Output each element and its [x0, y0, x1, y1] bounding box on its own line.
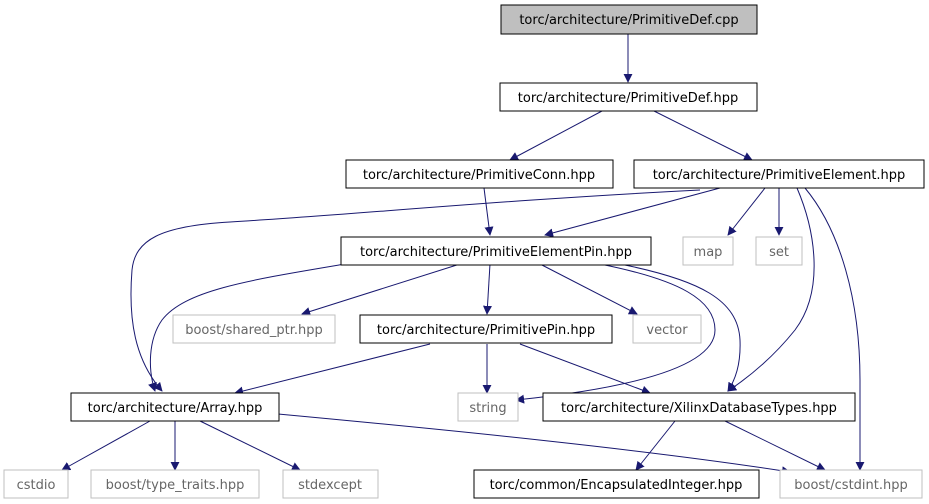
- node-array-hpp[interactable]: torc/architecture/Array.hpp: [70, 392, 280, 422]
- edge-primitivepin-to-xilinxdbtypes: [519, 343, 651, 395]
- edge-element-to-map: [727, 187, 766, 236]
- node-primitiveconn-hpp[interactable]: torc/architecture/PrimitiveConn.hpp: [345, 159, 614, 189]
- node-vector[interactable]: vector: [632, 314, 702, 344]
- node-label: torc/common/EncapsulatedInteger.hpp: [490, 478, 743, 493]
- edge-array-to-stdexcept: [199, 420, 301, 471]
- node-primitivedef-hpp[interactable]: torc/architecture/PrimitiveDef.hpp: [499, 82, 758, 112]
- node-stdexcept[interactable]: stdexcept: [282, 469, 379, 499]
- node-label: torc/architecture/Array.hpp: [88, 401, 263, 416]
- edge-element-to-elementpin: [544, 187, 721, 238]
- node-label: string: [469, 401, 506, 416]
- node-label: torc/architecture/PrimitiveElement.hpp: [653, 168, 906, 183]
- node-label: boost/shared_ptr.hpp: [185, 323, 323, 338]
- node-map[interactable]: map: [682, 236, 734, 266]
- edge-element-to-xilinxdbtypes: [727, 187, 815, 392]
- node-label: torc/architecture/XilinxDatabaseTypes.hp…: [561, 401, 837, 416]
- node-label: stdexcept: [298, 478, 362, 493]
- edge-elementpin-to-primitivepin: [482, 263, 492, 315]
- node-encapsulatedinteger-hpp[interactable]: torc/common/EncapsulatedInteger.hpp: [473, 469, 760, 499]
- edge-element-to-cstdint: [804, 187, 865, 471]
- edges: [61, 34, 865, 476]
- edge-xilinxdbtypes-to-cstdint: [724, 420, 826, 471]
- node-primitivedef-cpp[interactable]: torc/architecture/PrimitiveDef.cpp: [500, 4, 758, 35]
- node-primitiveelement-hpp[interactable]: torc/architecture/PrimitiveElement.hpp: [633, 159, 925, 189]
- edge-array-to-cstdint: [277, 413, 791, 476]
- edge-primitivepin-to-array: [234, 343, 431, 396]
- edge-xilinxdbtypes-to-encapsulatedinteger: [635, 420, 676, 471]
- edge-element-to-array: [130, 189, 701, 392]
- node-cstdio[interactable]: cstdio: [3, 469, 69, 499]
- node-boost-type-traits[interactable]: boost/type_traits.hpp: [90, 469, 260, 499]
- edge-elementpin-to-string: [515, 263, 716, 404]
- node-set[interactable]: set: [755, 236, 803, 266]
- edge-elementpin-to-xilinxdbtypes: [619, 263, 741, 392]
- node-label: torc/architecture/PrimitiveElementPin.hp…: [360, 245, 632, 260]
- node-primitivepin-hpp[interactable]: torc/architecture/PrimitivePin.hpp: [359, 314, 613, 344]
- edge-elementpin-to-sharedptr: [301, 263, 461, 316]
- edge-array-to-cstdio: [61, 420, 151, 471]
- edge-elementpin-to-vector: [539, 263, 638, 315]
- node-label: boost/cstdint.hpp: [794, 478, 908, 493]
- edge-elementpin-to-array: [148, 263, 346, 392]
- node-xilinxdatabasetypes-hpp[interactable]: torc/architecture/XilinxDatabaseTypes.hp…: [542, 392, 856, 422]
- node-label: torc/architecture/PrimitiveConn.hpp: [363, 168, 595, 183]
- node-primitiveelementpin-hpp[interactable]: torc/architecture/PrimitiveElementPin.hp…: [340, 236, 652, 266]
- nodes: torc/architecture/PrimitiveDef.cpp torc/…: [3, 4, 925, 499]
- edge-primitivedef-to-primitiveconn: [509, 110, 603, 161]
- edge-primitiveconn-to-elementpin: [483, 187, 494, 236]
- edge-primitivedef-to-primitiveelement: [653, 110, 753, 161]
- node-label: vector: [646, 323, 688, 338]
- node-label: boost/type_traits.hpp: [106, 478, 245, 493]
- node-boost-cstdint[interactable]: boost/cstdint.hpp: [779, 469, 923, 499]
- node-label: torc/architecture/PrimitivePin.hpp: [377, 323, 595, 338]
- node-label: cstdio: [17, 478, 56, 493]
- node-label: torc/architecture/PrimitiveDef.cpp: [519, 13, 738, 28]
- node-label: set: [769, 245, 789, 260]
- node-string[interactable]: string: [457, 392, 519, 422]
- node-label: map: [694, 245, 723, 260]
- node-boost-shared-ptr[interactable]: boost/shared_ptr.hpp: [172, 314, 336, 344]
- node-label: torc/architecture/PrimitiveDef.hpp: [518, 91, 738, 106]
